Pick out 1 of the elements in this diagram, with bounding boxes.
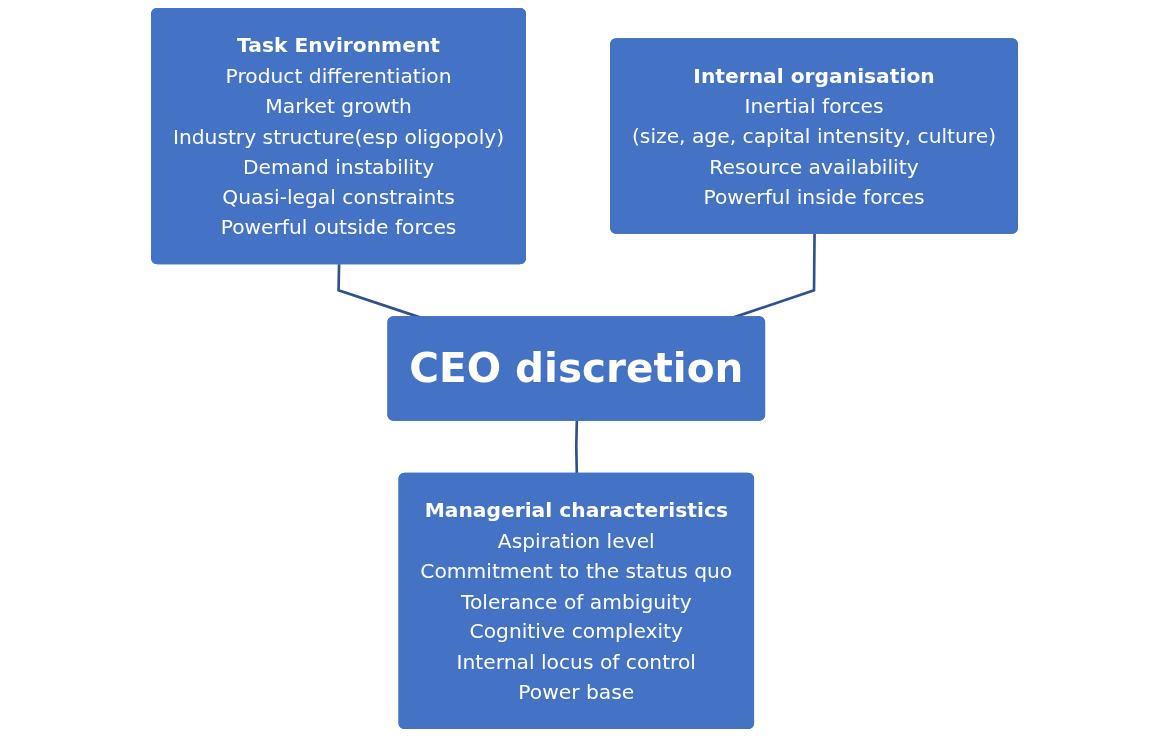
connector: [574, 420, 579, 474]
